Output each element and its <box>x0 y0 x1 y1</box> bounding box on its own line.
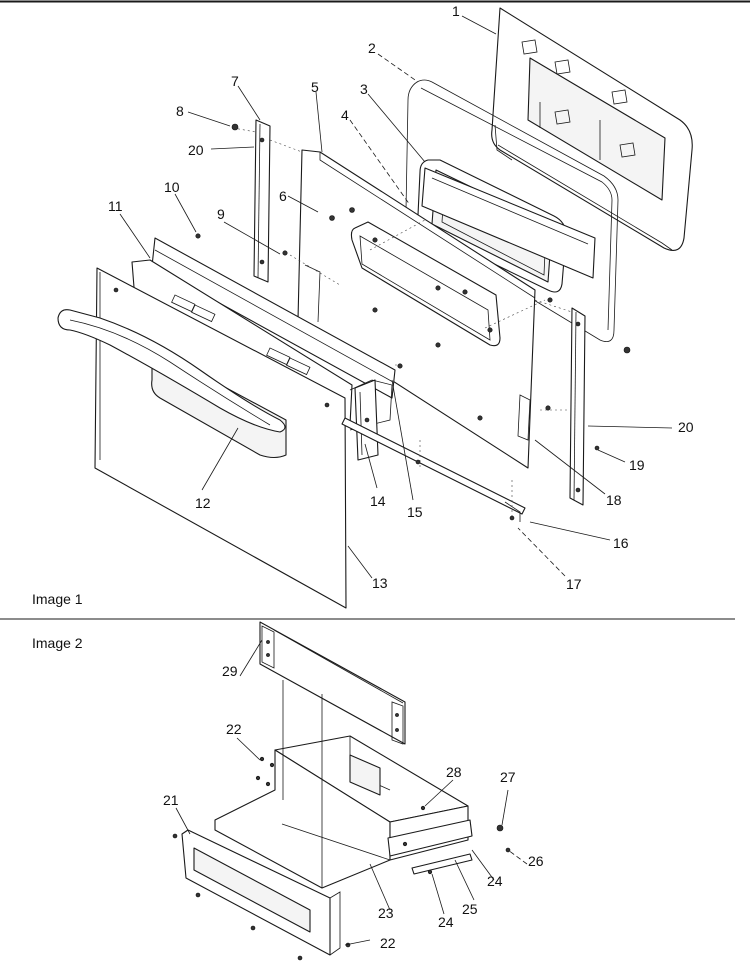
section-label-image-2: Image 2 <box>32 635 83 651</box>
callout-20-right: 20 <box>678 419 694 435</box>
part-glass-pane <box>421 167 596 279</box>
part-drawer-body <box>214 680 469 889</box>
part-right-channel <box>569 307 586 506</box>
callout-14: 14 <box>370 493 386 509</box>
image2-leaders <box>175 639 528 946</box>
callout-22-top: 22 <box>226 721 242 737</box>
callout-8: 8 <box>176 103 184 119</box>
callout-18: 18 <box>606 492 622 508</box>
callout-labels: 1 2 3 4 5 6 7 8 20 10 9 11 12 13 14 15 1… <box>108 3 694 951</box>
callout-12: 12 <box>195 495 211 511</box>
callout-22-bottom: 22 <box>380 935 396 951</box>
part-drawer-front <box>172 829 341 961</box>
image1-screws <box>195 123 631 521</box>
callout-3: 3 <box>360 81 368 97</box>
callout-16: 16 <box>613 535 629 551</box>
callout-11: 11 <box>108 198 123 214</box>
callout-4: 4 <box>341 107 349 123</box>
storage-drawer-assembly <box>172 621 528 961</box>
part-inner-door-liner <box>491 7 693 251</box>
assembly-phantom-lines <box>232 127 573 520</box>
part-bottom-trim <box>341 417 526 522</box>
callout-23: 23 <box>378 905 394 921</box>
part-drawer-glide <box>387 819 473 875</box>
callout-6: 6 <box>279 188 287 204</box>
callout-29: 29 <box>222 663 238 679</box>
part-inner-panel <box>297 149 536 469</box>
callout-2: 2 <box>368 40 376 56</box>
callout-28: 28 <box>446 764 462 780</box>
image2-screws <box>255 756 511 948</box>
oven-door-assembly <box>57 7 693 609</box>
image1-leaders <box>119 15 673 579</box>
part-left-channel <box>253 119 271 283</box>
callout-10: 10 <box>164 179 180 195</box>
callout-24-right: 24 <box>487 873 503 889</box>
callout-17: 17 <box>566 576 582 592</box>
callout-1: 1 <box>452 3 460 19</box>
callout-19: 19 <box>629 457 645 473</box>
callout-13: 13 <box>372 575 388 591</box>
callout-20-top: 20 <box>188 142 204 158</box>
part-door-handle <box>57 309 286 433</box>
section-label-image-1: Image 1 <box>32 591 83 607</box>
callout-5: 5 <box>311 79 319 95</box>
part-drawer-back-panel <box>259 621 406 745</box>
callout-24-left: 24 <box>438 914 454 930</box>
callout-15: 15 <box>407 504 423 520</box>
callout-21: 21 <box>163 792 179 808</box>
callout-27: 27 <box>500 769 516 785</box>
part-door-gasket <box>405 79 619 343</box>
callout-9: 9 <box>217 206 225 222</box>
part-hinge-bracket <box>354 379 379 461</box>
callout-7: 7 <box>231 73 239 89</box>
callout-25: 25 <box>462 901 478 917</box>
callout-26: 26 <box>528 853 544 869</box>
